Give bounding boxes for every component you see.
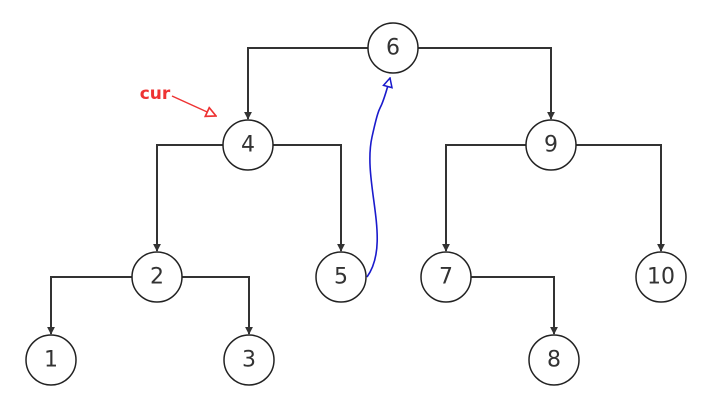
tree-node-3: 3 bbox=[223, 334, 275, 386]
thread-links bbox=[366, 78, 390, 278]
edge-6-to-9 bbox=[418, 47, 555, 120]
tree-node-circle-2 bbox=[131, 251, 183, 303]
tree-node-label-5: 5 bbox=[334, 265, 348, 290]
tree-node-7: 7 bbox=[420, 251, 472, 303]
tree-edges bbox=[47, 47, 665, 335]
tree-node-circle-7 bbox=[420, 251, 472, 303]
edge-9-to-7 bbox=[442, 144, 526, 252]
tree-node-label-6: 6 bbox=[386, 36, 400, 61]
tree-node-circle-10 bbox=[635, 251, 687, 303]
tree-node-8: 8 bbox=[528, 334, 580, 386]
tree-node-label-7: 7 bbox=[439, 265, 453, 290]
thread-link-5-to-6 bbox=[366, 78, 390, 278]
tree-node-6: 6 bbox=[367, 22, 419, 74]
tree-node-label-8: 8 bbox=[547, 348, 561, 373]
edge-2-to-1 bbox=[47, 276, 132, 335]
edge-4-to-5 bbox=[273, 144, 345, 252]
tree-node-2: 2 bbox=[131, 251, 183, 303]
tree-node-9: 9 bbox=[525, 119, 577, 171]
cur-pointer-arrow bbox=[171, 95, 216, 116]
tree-node-label-4: 4 bbox=[241, 133, 255, 158]
edge-4-to-2 bbox=[153, 144, 223, 252]
edge-2-to-3 bbox=[182, 276, 253, 335]
edge-6-to-4 bbox=[244, 47, 368, 120]
tree-node-circle-1 bbox=[25, 334, 77, 386]
tree-node-label-10: 10 bbox=[647, 265, 675, 290]
tree-node-circle-9 bbox=[525, 119, 577, 171]
tree-node-circle-4 bbox=[222, 119, 274, 171]
tree-node-circle-8 bbox=[528, 334, 580, 386]
cur-pointer: cur bbox=[140, 84, 216, 116]
tree-node-1: 1 bbox=[25, 334, 77, 386]
tree-node-label-9: 9 bbox=[544, 133, 558, 158]
tree-node-label-1: 1 bbox=[44, 348, 58, 373]
tree-node-circle-6 bbox=[367, 22, 419, 74]
tree-node-label-3: 3 bbox=[242, 348, 256, 373]
edge-7-to-8 bbox=[471, 276, 558, 335]
tree-node-4: 4 bbox=[222, 119, 274, 171]
tree-node-10: 10 bbox=[635, 251, 687, 303]
tree-node-circle-3 bbox=[223, 334, 275, 386]
tree-node-circle-5 bbox=[315, 251, 367, 303]
tree-node-5: 5 bbox=[315, 251, 367, 303]
cur-pointer-label: cur bbox=[140, 84, 171, 104]
tree-node-label-2: 2 bbox=[150, 265, 164, 290]
edge-9-to-10 bbox=[576, 144, 665, 252]
